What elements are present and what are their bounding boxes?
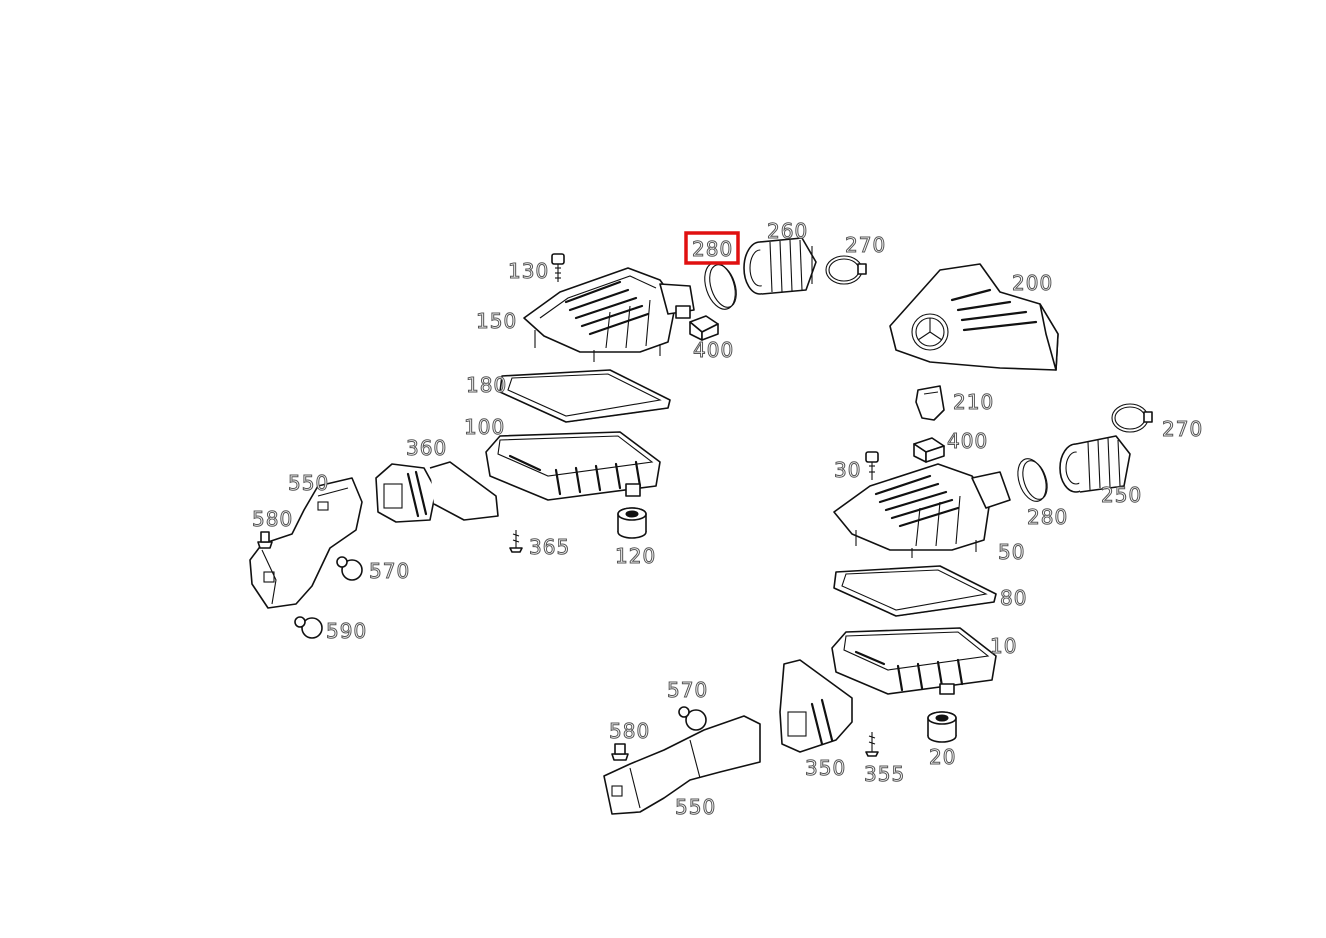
part-580-clip-lower[interactable] [611, 743, 629, 761]
part-130-bolt[interactable] [551, 253, 565, 282]
label-400-right[interactable]: 400 [947, 429, 988, 454]
label-250[interactable]: 250 [1101, 483, 1142, 508]
label-200[interactable]: 200 [1012, 271, 1053, 296]
label-280-upper[interactable]: 280 [692, 237, 733, 262]
label-360[interactable]: 360 [406, 436, 447, 461]
label-50[interactable]: 50 [998, 540, 1025, 565]
part-180-filter-element[interactable] [499, 369, 671, 423]
part-355-screw[interactable] [865, 732, 879, 757]
label-590[interactable]: 590 [326, 619, 367, 644]
label-365[interactable]: 365 [529, 535, 570, 560]
part-570-grommet-lower[interactable] [678, 706, 707, 731]
part-50-filter-housing-upper[interactable] [833, 463, 1011, 558]
label-570-lower[interactable]: 570 [667, 678, 708, 703]
part-80-filter-element[interactable] [833, 565, 997, 617]
part-210-bracket[interactable] [915, 385, 945, 421]
label-180[interactable]: 180 [466, 373, 507, 398]
label-570-left[interactable]: 570 [369, 559, 410, 584]
label-350[interactable]: 350 [805, 756, 846, 781]
part-550-intake-pipe-left[interactable] [249, 477, 363, 609]
label-400-upper[interactable]: 400 [693, 338, 734, 363]
label-120[interactable]: 120 [615, 544, 656, 569]
label-550-left[interactable]: 550 [288, 471, 329, 496]
label-20[interactable]: 20 [929, 745, 956, 770]
highlight-box [684, 231, 740, 265]
part-365-screw[interactable] [509, 530, 523, 553]
part-100-filter-housing-lower[interactable] [485, 431, 661, 501]
label-260[interactable]: 260 [767, 219, 808, 244]
label-80[interactable]: 80 [1000, 586, 1027, 611]
part-270-clamp-upper[interactable] [825, 255, 867, 285]
label-580-left[interactable]: 580 [252, 507, 293, 532]
part-30-bolt[interactable] [865, 451, 879, 480]
part-580-clip-left[interactable] [257, 531, 273, 549]
label-580-lower[interactable]: 580 [609, 719, 650, 744]
part-400-sensor-right[interactable] [913, 437, 945, 463]
label-150[interactable]: 150 [476, 309, 517, 334]
part-550-intake-pipe-lower[interactable] [603, 715, 761, 815]
part-120-rubber-mount[interactable] [617, 507, 647, 539]
part-280-clamp-right[interactable] [1013, 455, 1052, 505]
label-130[interactable]: 130 [508, 259, 549, 284]
part-20-rubber-mount[interactable] [927, 711, 957, 743]
label-210[interactable]: 210 [953, 390, 994, 415]
label-270-right[interactable]: 270 [1162, 417, 1203, 442]
label-550-lower[interactable]: 550 [675, 795, 716, 820]
part-280-clamp-upper[interactable] [699, 259, 741, 313]
part-350-air-guide[interactable] [779, 659, 853, 753]
part-260-intake-duct[interactable] [743, 237, 817, 295]
part-10-filter-housing-lower[interactable] [831, 627, 997, 695]
part-250-intake-duct[interactable] [1059, 435, 1131, 493]
label-280-right[interactable]: 280 [1027, 505, 1068, 530]
part-270-clamp-right[interactable] [1111, 403, 1153, 433]
part-150-filter-housing-upper[interactable] [523, 267, 695, 362]
label-100[interactable]: 100 [464, 415, 505, 440]
part-400-sensor-upper[interactable] [689, 315, 719, 341]
part-200-engine-cover[interactable] [889, 263, 1059, 371]
part-360-air-guide[interactable] [375, 461, 499, 523]
part-570-grommet-left[interactable] [336, 556, 363, 581]
part-590-grommet[interactable] [294, 616, 323, 639]
label-10[interactable]: 10 [990, 634, 1017, 659]
label-30[interactable]: 30 [834, 458, 861, 483]
label-355[interactable]: 355 [864, 762, 905, 787]
label-270-upper[interactable]: 270 [845, 233, 886, 258]
